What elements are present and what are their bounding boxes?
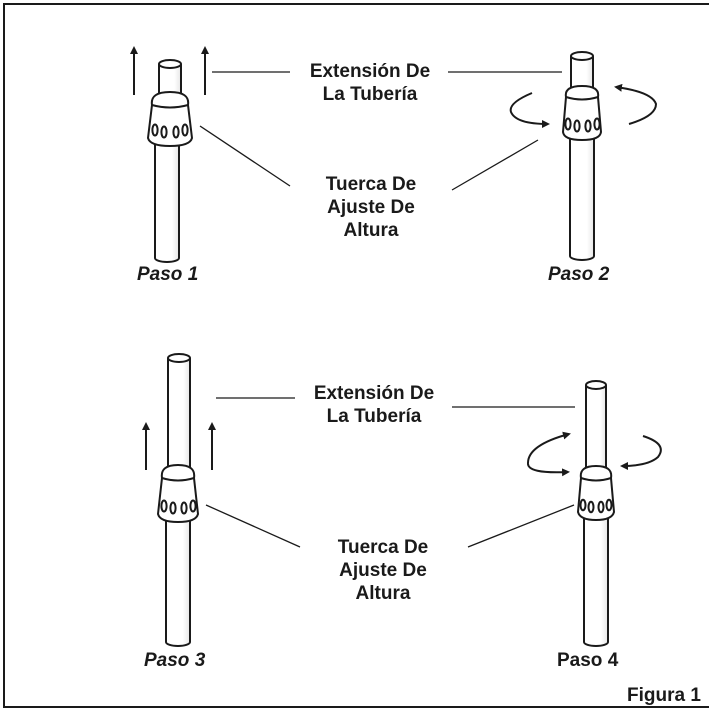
nut-label-line1: Tuerca De (325, 174, 417, 195)
step4-pole (576, 380, 616, 647)
step3-pole (156, 353, 200, 647)
extension-label-top: Extensión De La Tubería (290, 60, 450, 106)
step3-extension-tube (167, 358, 191, 471)
leader-line (451, 139, 539, 191)
step4-lower-tube (583, 512, 609, 647)
extension-label-line1: Extensión De (313, 383, 435, 404)
leader-line (205, 504, 301, 548)
nut-label-bottom: Tuerca De Ajuste De Altura (308, 536, 458, 605)
extension-label-line1: Extensión De (309, 61, 431, 82)
step3-height-nut (156, 463, 200, 524)
nut-label-top: Tuerca De Ajuste De Altura (296, 173, 446, 242)
step-2-label: Paso 2 (548, 264, 610, 285)
step2-pole (561, 51, 603, 261)
step2-lower-tube (569, 138, 595, 261)
step3-extension-top (167, 353, 191, 363)
step4-rotate-arrows (527, 431, 662, 477)
nut-label-line3: Altura (355, 583, 411, 604)
rotate-arrow-icon (614, 83, 658, 125)
leader-line (199, 125, 291, 187)
step1-extension-top (158, 59, 182, 69)
rotate-arrow-icon (527, 431, 571, 464)
step2-rotate-arrows (509, 83, 658, 128)
step3-lower-tube (165, 516, 191, 647)
step1-pole (146, 59, 194, 263)
rotate-arrow-icon (620, 435, 662, 470)
step1-up-arrows (130, 46, 209, 95)
nut-label-line2: Ajuste De (327, 197, 415, 218)
extension-label-bottom: Extensión De La Tubería (294, 382, 454, 428)
step-1-label: Paso 1 (137, 264, 199, 285)
figure-caption: Figura 1 (627, 685, 701, 706)
step4-extension-tube (585, 385, 607, 471)
leader-lines (199, 71, 575, 548)
nut-label-line2: Ajuste De (339, 560, 427, 581)
extension-label-line2: La Tubería (322, 84, 418, 105)
step3-up-arrows (142, 422, 216, 470)
nut-label-line1: Tuerca De (337, 537, 429, 558)
rotate-arrow-icon (527, 462, 570, 477)
figure-frame (3, 3, 709, 708)
step2-height-nut (561, 84, 603, 142)
step-3-label: Paso 3 (144, 650, 206, 671)
step-4-label: Paso 4 (557, 650, 619, 671)
nut-label-line3: Altura (343, 220, 399, 241)
step1-lower-tube (154, 138, 180, 263)
step2-extension-top (570, 51, 594, 61)
rotate-arrow-icon (509, 92, 550, 128)
step1-height-nut (146, 90, 194, 148)
step4-height-nut (576, 464, 616, 522)
extension-label-line2: La Tubería (326, 406, 422, 427)
step4-extension-top (585, 380, 607, 390)
leader-line (467, 504, 575, 548)
